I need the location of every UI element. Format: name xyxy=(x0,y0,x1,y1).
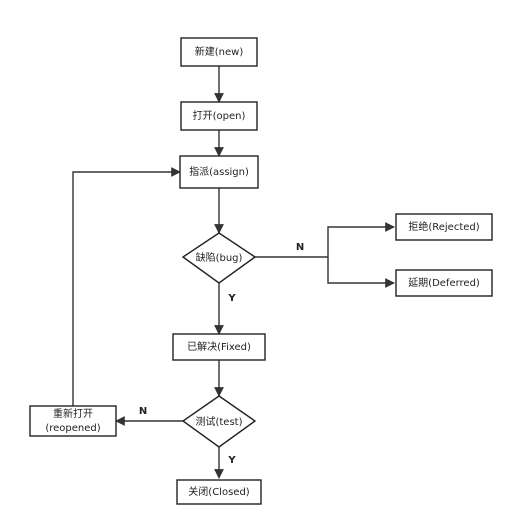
edge-label-bug-yes: Y xyxy=(227,293,236,304)
label-open: 打开(open) xyxy=(193,109,246,122)
node-new xyxy=(180,37,258,67)
node-open xyxy=(180,101,258,131)
label-fixed: 已解决(Fixed) xyxy=(187,340,251,353)
edge-label-test-no: N xyxy=(139,406,147,417)
edge-label-bug-no: N xyxy=(296,242,304,253)
node-test-decision xyxy=(181,395,257,448)
label-bug: 缺陷(bug) xyxy=(196,251,243,264)
label-assign: 指派(assign) xyxy=(189,165,249,178)
label-test: 测试(test) xyxy=(195,415,242,428)
label-rejected: 拒绝(Rejected) xyxy=(408,220,479,233)
node-deferred xyxy=(395,269,493,297)
edge-reopened-assign xyxy=(72,167,181,406)
label-reopened-line1: 重新打开 xyxy=(53,407,93,420)
edge-bug-deferred xyxy=(327,257,395,288)
node-rejected xyxy=(395,213,493,241)
label-reopened-line2: (reopened) xyxy=(45,423,100,434)
label-closed: 关闭(Closed) xyxy=(188,485,249,498)
node-fixed xyxy=(172,333,266,361)
label-new: 新建(new) xyxy=(195,45,244,58)
edge-label-test-yes: Y xyxy=(227,455,236,466)
node-closed xyxy=(176,479,262,505)
node-reopened xyxy=(29,405,117,437)
node-assign xyxy=(179,155,259,189)
edge-bug-rejected xyxy=(255,222,395,258)
node-bug-decision xyxy=(181,232,257,284)
label-deferred: 延期(Deferred) xyxy=(408,277,480,289)
